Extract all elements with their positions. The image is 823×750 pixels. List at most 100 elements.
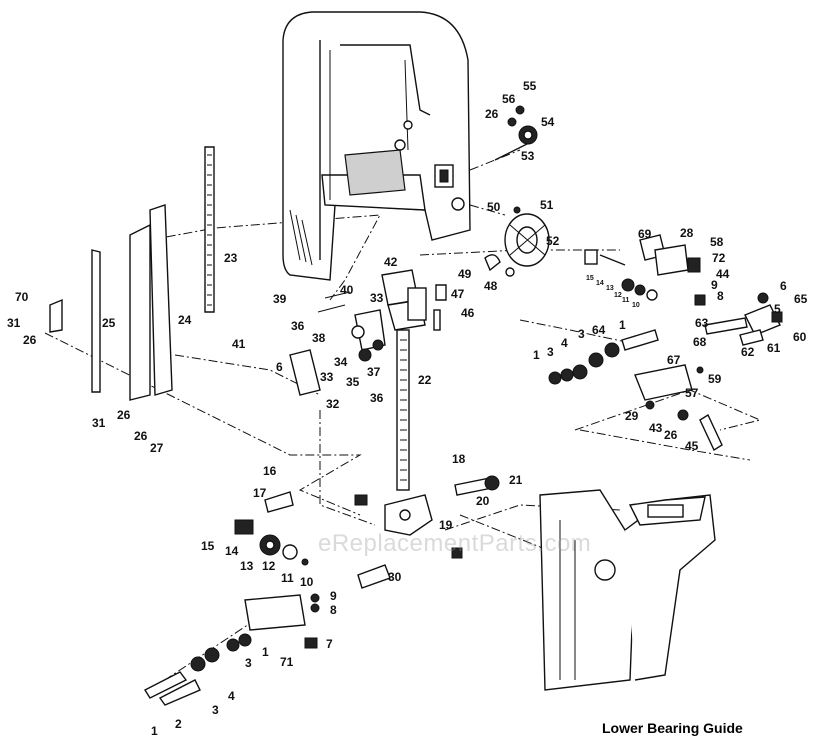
callout-label: 1 <box>619 318 626 332</box>
callout-label: 15 <box>201 539 215 553</box>
callout-label: 57 <box>685 386 699 400</box>
callout-label: 11 <box>281 571 294 585</box>
callout-label: 65 <box>794 292 808 306</box>
callout-label: 2 <box>175 717 182 731</box>
callout-label: 71 <box>280 655 294 669</box>
callout-label: 9 <box>711 278 718 292</box>
callout-label: 1 <box>533 348 540 362</box>
callout-label: 60 <box>793 330 807 344</box>
callout-label: 23 <box>224 251 238 265</box>
callout-label: 14 <box>225 544 239 558</box>
bandsaw-frame <box>282 11 471 281</box>
callout-label: 40 <box>340 283 354 297</box>
callout-label: 42 <box>384 255 398 269</box>
callout-label: 27 <box>150 441 164 455</box>
base-cabinet <box>539 489 716 691</box>
callout-label: 30 <box>388 570 402 584</box>
callout-label: 26 <box>117 408 131 422</box>
callout-label: 59 <box>708 372 722 386</box>
callout-label: 1 <box>262 645 269 659</box>
callout-label: 4 <box>228 689 235 703</box>
callout-label: 56 <box>502 92 516 106</box>
callout-label: 63 <box>695 316 709 330</box>
callout-label: 13 <box>606 285 614 292</box>
callout-label: 11 <box>622 297 630 304</box>
callout-label: 10 <box>300 575 314 589</box>
callout-label: 39 <box>273 292 287 306</box>
callout-label: 70 <box>15 290 29 304</box>
callout-label: 10 <box>632 302 640 309</box>
diagram-caption: Lower Bearing Guide <box>602 720 743 736</box>
callout-label: 36 <box>370 391 384 405</box>
callout-label: 3 <box>547 345 554 359</box>
callout-label: 62 <box>741 345 755 359</box>
callout-label: 68 <box>693 335 707 349</box>
callout-label: 16 <box>263 464 277 478</box>
right-guide-assembly <box>548 234 783 452</box>
callout-label: 12 <box>614 292 622 299</box>
callout-label: 34 <box>334 355 348 369</box>
callout-label: 17 <box>253 486 267 500</box>
callout-label: 26 <box>485 107 499 121</box>
upper-bearing-guide <box>289 269 447 491</box>
callout-label: 53 <box>521 149 535 163</box>
callout-label: 18 <box>452 452 466 466</box>
callout-label: 33 <box>370 291 384 305</box>
callout-label: 41 <box>232 337 246 351</box>
callout-label: 38 <box>312 331 326 345</box>
callout-label: 50 <box>487 200 501 214</box>
callout-label: 37 <box>367 365 381 379</box>
callout-label: 29 <box>625 409 639 423</box>
callout-labels: 55 56 26 54 53 50 51 52 49 48 69 28 58 7… <box>7 79 808 738</box>
callout-label: 72 <box>712 251 726 265</box>
callout-label: 14 <box>596 280 604 287</box>
callout-label: 25 <box>102 316 116 330</box>
small-callout-labels: 15 14 13 12 11 10 <box>586 275 640 309</box>
callout-label: 51 <box>540 198 554 212</box>
callout-label: 20 <box>476 494 490 508</box>
callout-label: 26 <box>664 428 678 442</box>
callout-label: 1 <box>151 724 158 738</box>
callout-label: 31 <box>7 316 21 330</box>
callout-label: 22 <box>418 373 432 387</box>
callout-label: 13 <box>240 559 254 573</box>
callout-label: 45 <box>685 439 699 453</box>
callout-label: 24 <box>178 313 192 327</box>
callout-label: 3 <box>212 703 219 717</box>
callout-label: 6 <box>780 279 787 293</box>
callout-label: 3 <box>245 656 252 670</box>
callout-label: 7 <box>326 637 333 651</box>
callout-label: 33 <box>320 370 334 384</box>
watermark: eReplacementParts.com <box>318 530 592 557</box>
callout-label: 31 <box>92 416 106 430</box>
callout-label: 61 <box>767 341 781 355</box>
callout-label: 46 <box>461 306 475 320</box>
callout-label: 47 <box>451 287 465 301</box>
callout-label: 32 <box>326 397 340 411</box>
callout-label: 52 <box>546 234 560 248</box>
callout-label: 44 <box>716 267 730 281</box>
callout-label: 15 <box>586 275 594 282</box>
callout-label: 36 <box>291 319 305 333</box>
upper-tension-parts <box>484 105 550 277</box>
callout-label: 6 <box>276 360 283 374</box>
callout-label: 9 <box>330 589 337 603</box>
callout-label: 54 <box>541 115 555 129</box>
callout-label: 4 <box>561 336 568 350</box>
callout-label: 48 <box>484 279 498 293</box>
callout-label: 64 <box>592 323 606 337</box>
callout-label: 49 <box>458 267 472 281</box>
callout-label: 26 <box>134 429 148 443</box>
blade-guard-panels <box>49 146 215 401</box>
callout-label: 3 <box>578 327 585 341</box>
callout-label: 69 <box>638 227 652 241</box>
callout-label: 12 <box>262 559 276 573</box>
callout-label: 8 <box>717 289 724 303</box>
callout-label: 43 <box>649 421 663 435</box>
callout-label: 67 <box>667 353 681 367</box>
callout-label: 58 <box>710 235 724 249</box>
callout-label: 19 <box>439 518 453 532</box>
lower-bracket <box>354 475 500 589</box>
callout-label: 55 <box>523 79 537 93</box>
